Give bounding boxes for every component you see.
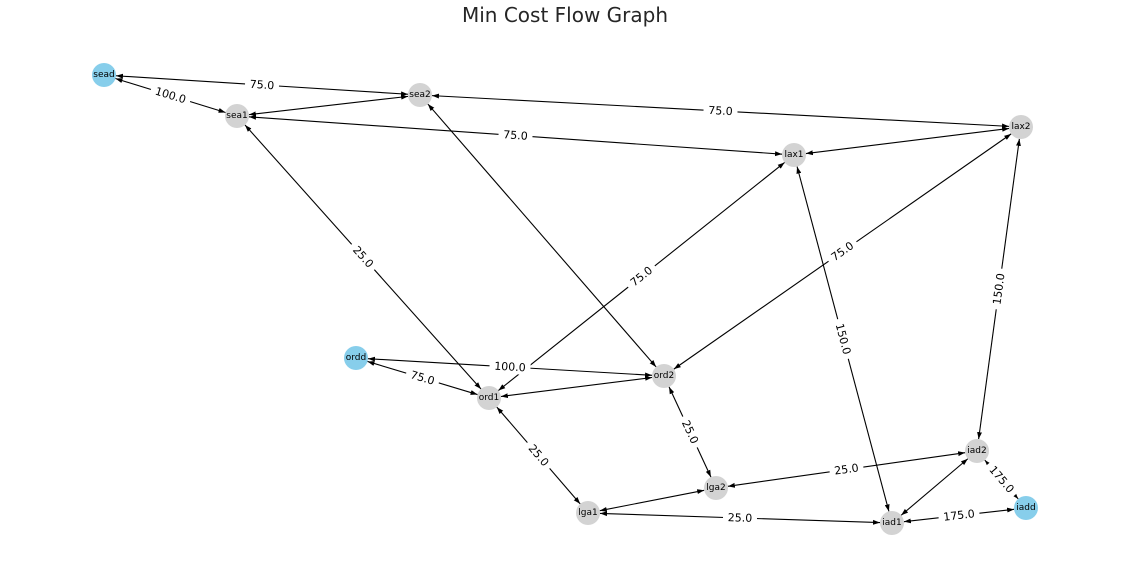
node-label-sead: sead xyxy=(93,70,114,80)
edge-weight-label: 75.0 xyxy=(249,78,274,93)
edge-label-lax2-iad2: 150.0 xyxy=(989,267,1009,311)
edge-weight-label: 25.0 xyxy=(728,511,753,525)
node-circle-ord2 xyxy=(652,364,676,388)
edge-label-iad2-iadd: 175.0 xyxy=(982,459,1021,500)
node-circle-lax1 xyxy=(782,143,806,167)
edge-labels-layer: 100.0 75.0 75.0 75.0 25.0 75.0 75.0 150.0 150.0 7… xyxy=(148,76,1021,526)
node-circle-iadd xyxy=(1014,496,1038,520)
node-label-sea2: sea2 xyxy=(409,90,430,100)
node-ordd: ordd xyxy=(344,346,368,370)
edge-label-sea2-lax2: 75.0 xyxy=(703,103,738,119)
edge-lax1-lax2 xyxy=(805,126,1010,156)
edge-label-lax1-iad1: 150.0 xyxy=(830,317,856,361)
node-iad1: iad1 xyxy=(880,511,904,535)
edge-weight-label: 25.0 xyxy=(679,418,701,446)
edge-label-background xyxy=(982,459,1021,500)
node-circle-sea1 xyxy=(225,104,249,128)
edge-label-sead-sea2: 75.0 xyxy=(244,76,280,94)
node-circle-ord1 xyxy=(477,386,501,410)
node-label-iad1: iad1 xyxy=(882,518,901,528)
edge-label-sead-sea1: 100.0 xyxy=(148,82,193,109)
edge-label-background xyxy=(937,506,981,525)
edge-label-background xyxy=(824,236,861,267)
node-label-lga1: lga1 xyxy=(578,508,597,518)
edge-label-background xyxy=(489,358,531,376)
node-label-ordd: ordd xyxy=(346,353,366,363)
edge-ord1-ord2 xyxy=(500,375,653,399)
edge-weight-label: 150.0 xyxy=(990,273,1007,306)
edge-label-ordd-ord2: 100.0 xyxy=(489,358,531,376)
node-ord2: ord2 xyxy=(652,364,676,388)
edge-label-background xyxy=(722,510,758,526)
edge-label-sea1-lax1: 75.0 xyxy=(498,127,533,144)
node-label-sea1: sea1 xyxy=(226,111,247,121)
node-lga1: lga1 xyxy=(576,501,600,525)
node-sead: sead xyxy=(92,63,116,87)
edge-label-background xyxy=(244,76,280,94)
node-lax1: lax1 xyxy=(782,143,806,167)
edge-label-sea1-ord1: 25.0 xyxy=(346,239,380,275)
node-circle-iad1 xyxy=(880,511,904,535)
edge-label-background xyxy=(522,438,555,473)
edge-label-iad1-iadd: 175.0 xyxy=(937,506,981,525)
edge-label-background xyxy=(346,239,380,275)
edge-label-ord1-lax1: 75.0 xyxy=(623,260,660,293)
edge-weight-label: 75.0 xyxy=(708,104,733,118)
node-sea1: sea1 xyxy=(225,104,249,128)
edge-weight-label: 100.0 xyxy=(154,85,188,107)
edge-label-background xyxy=(623,260,660,293)
node-label-ord1: ord1 xyxy=(479,393,500,403)
edge-label-background xyxy=(703,103,738,119)
node-iad2: iad2 xyxy=(965,439,989,463)
edges-layer xyxy=(115,73,1021,525)
edge-label-background xyxy=(828,460,865,479)
node-circle-ordd xyxy=(344,346,368,370)
edge-label-background xyxy=(676,413,704,451)
node-circle-sead xyxy=(92,63,116,87)
edge-weight-label: 100.0 xyxy=(494,360,526,375)
edge-label-ordd-ord1: 75.0 xyxy=(404,366,441,390)
edge-label-lga1-iad1: 25.0 xyxy=(722,510,758,526)
node-circle-lax2 xyxy=(1009,115,1033,139)
node-circle-lga2 xyxy=(704,476,728,500)
node-lga2: lga2 xyxy=(704,476,728,500)
edge-weight-label: 175.0 xyxy=(943,507,976,523)
node-label-iadd: iadd xyxy=(1016,503,1035,513)
node-label-lax2: lax2 xyxy=(1011,122,1030,132)
node-circle-sea2 xyxy=(408,83,432,107)
edge-label-ord2-lax2: 75.0 xyxy=(824,236,861,267)
node-label-lga2: lga2 xyxy=(706,483,725,493)
edge-sea1-sea2 xyxy=(248,94,409,117)
edge-label-background xyxy=(498,127,533,144)
edge-iad1-iad2 xyxy=(900,458,969,516)
nodes-layer: sead sea1 sea2 lax1 lax2 ordd ord1 ord2 lga1 lga2… xyxy=(92,63,1038,535)
edge-weight-label: 175.0 xyxy=(986,463,1016,495)
node-label-ord2: ord2 xyxy=(654,371,675,381)
edge-label-background xyxy=(830,317,856,361)
node-iadd: iadd xyxy=(1014,496,1038,520)
node-ord1: ord1 xyxy=(477,386,501,410)
graph-title: Min Cost Flow Graph xyxy=(462,3,668,27)
edge-label-background xyxy=(148,82,193,109)
node-circle-lga1 xyxy=(576,501,600,525)
edge-label-background xyxy=(404,366,441,390)
edge-label-ord2-lga2: 25.0 xyxy=(676,413,704,451)
edge-lga1-lga2 xyxy=(599,489,705,512)
node-lax2: lax2 xyxy=(1009,115,1033,139)
edge-label-ord1-lga1: 25.0 xyxy=(522,438,555,473)
node-label-iad2: iad2 xyxy=(967,446,986,456)
edge-label-lga2-iad2: 25.0 xyxy=(828,460,865,479)
edge-label-background xyxy=(989,267,1009,311)
node-circle-iad2 xyxy=(965,439,989,463)
edge-weight-label: 25.0 xyxy=(833,461,859,477)
node-sea2: sea2 xyxy=(408,83,432,107)
node-label-lax1: lax1 xyxy=(784,150,803,160)
edge-weight-label: 75.0 xyxy=(503,128,528,143)
